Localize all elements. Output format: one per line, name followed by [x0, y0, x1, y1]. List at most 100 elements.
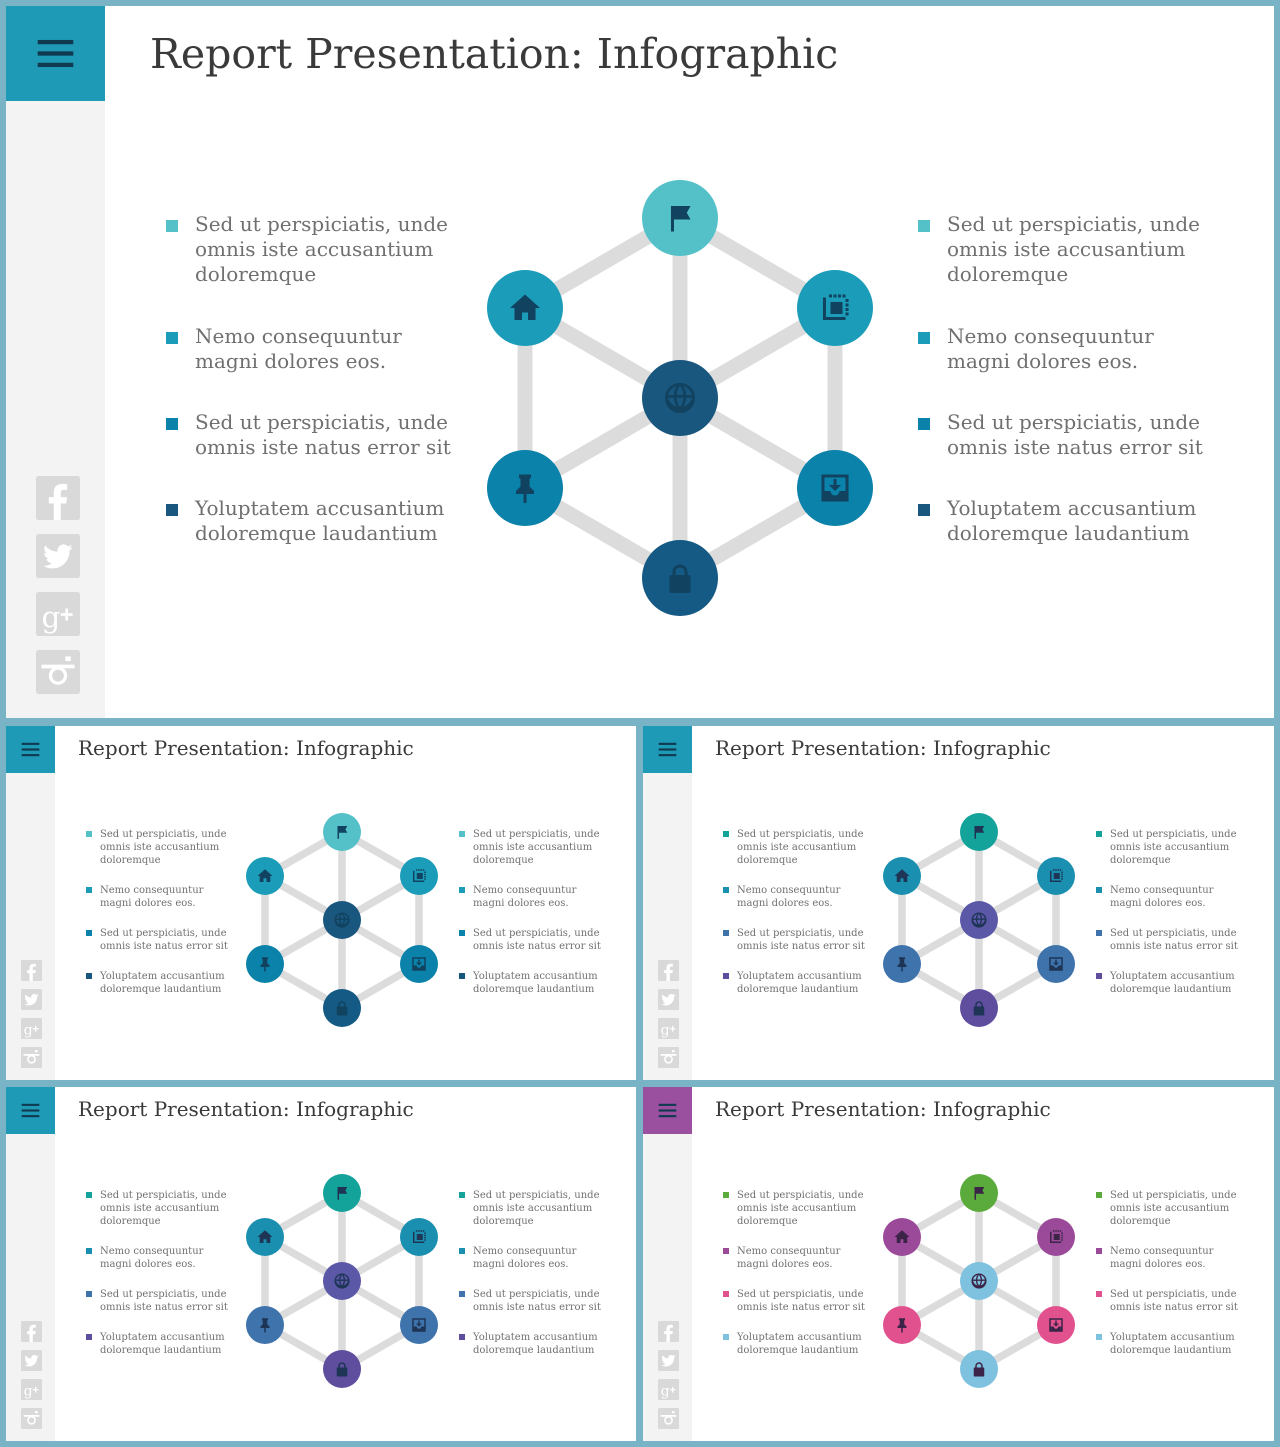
bullet-marker — [1096, 930, 1102, 936]
menu-button[interactable] — [6, 6, 105, 101]
list-item-text: Nemo consequuntur magni dolores eos. — [1110, 1246, 1214, 1270]
instagram-icon[interactable] — [21, 1408, 42, 1429]
list-item-text: Sed ut perspiciatis, unde omnis iste acc… — [737, 829, 864, 866]
facebook-icon[interactable] — [658, 1321, 679, 1342]
twitter-icon[interactable] — [21, 989, 42, 1010]
slide-title: Report Presentation: Infographic — [715, 736, 1051, 760]
bullet-marker — [1096, 1248, 1102, 1254]
node-upper-left — [246, 1218, 284, 1256]
node-upper-left — [883, 1218, 921, 1256]
node-center — [960, 901, 998, 939]
globe-icon — [334, 1273, 350, 1289]
list-item-text: Sed ut perspiciatis, unde omnis iste nat… — [195, 410, 451, 459]
twitter-icon[interactable] — [658, 989, 679, 1010]
menu-button[interactable] — [643, 726, 692, 773]
crop-icon — [1049, 1230, 1063, 1244]
bullet-marker — [723, 930, 729, 936]
facebook-icon[interactable] — [36, 476, 80, 520]
menu-button[interactable] — [6, 1087, 55, 1134]
bullet-marker — [166, 418, 178, 430]
instagram-icon[interactable] — [658, 1047, 679, 1068]
download-icon — [821, 474, 849, 502]
list-item-text: Yoluptatem accusantium doloremque laudan… — [947, 496, 1197, 545]
menu-button[interactable] — [6, 726, 55, 773]
bullet-marker — [86, 1334, 92, 1340]
slide-main[interactable]: Report Presentation: Infographic g Sed u… — [6, 6, 1274, 718]
list-item-text: Sed ut perspiciatis, unde omnis iste acc… — [737, 1190, 864, 1227]
globe-icon — [971, 912, 987, 928]
node-center — [323, 1262, 361, 1300]
flag-icon — [670, 205, 691, 232]
home-icon — [257, 1230, 273, 1244]
lock-icon — [973, 1001, 985, 1016]
list-item-text: Yoluptatem accusantium doloremque laudan… — [473, 1332, 598, 1356]
bullet-marker — [723, 1291, 729, 1297]
twitter-icon[interactable] — [36, 534, 80, 578]
bullet-marker — [1096, 973, 1102, 979]
google-plus-icon[interactable]: g — [36, 592, 80, 636]
node-lower-left — [487, 450, 563, 526]
node-upper-right — [400, 1218, 438, 1256]
slide-title: Report Presentation: Infographic — [78, 736, 414, 760]
svg-text:g: g — [24, 1023, 33, 1039]
list-item-text: Sed ut perspiciatis, unde omnis iste acc… — [100, 1190, 227, 1227]
lock-icon — [336, 1362, 348, 1377]
list-item-text: Nemo consequuntur magni dolores eos. — [737, 885, 841, 909]
bullet-marker — [723, 1334, 729, 1340]
bullet-marker — [723, 1248, 729, 1254]
bullet-marker — [459, 1192, 465, 1198]
node-lower-right — [400, 1306, 438, 1344]
list-item-text: Nemo consequuntur magni dolores eos. — [947, 324, 1154, 373]
node-top — [960, 1174, 998, 1212]
facebook-icon[interactable] — [658, 960, 679, 981]
list-item-text: Sed ut perspiciatis, unde omnis iste acc… — [947, 212, 1200, 286]
hamburger-icon — [21, 1103, 40, 1118]
google-plus-icon[interactable]: g — [21, 1018, 42, 1039]
list-item-text: Yoluptatem accusantium doloremque laudan… — [100, 971, 225, 995]
node-bottom — [960, 989, 998, 1027]
slide-variant-2[interactable]: Report Presentation: Infographic g Sed u… — [643, 726, 1274, 1080]
facebook-icon[interactable] — [21, 1321, 42, 1342]
bullet-marker — [459, 1291, 465, 1297]
home-icon — [257, 869, 273, 883]
bullet-marker — [459, 1334, 465, 1340]
instagram-icon[interactable] — [658, 1408, 679, 1429]
social-bar: g — [21, 1321, 43, 1431]
google-plus-icon[interactable]: g — [21, 1379, 42, 1400]
list-item-text: Nemo consequuntur magni dolores eos. — [195, 324, 402, 373]
menu-button[interactable] — [643, 1087, 692, 1134]
list-item-text: Sed ut perspiciatis, unde omnis iste acc… — [1110, 829, 1237, 866]
hamburger-icon — [658, 1103, 677, 1118]
social-bar: g — [658, 960, 680, 1070]
globe-icon — [664, 382, 696, 414]
twitter-icon[interactable] — [21, 1350, 42, 1371]
slide-variant-1[interactable]: Report Presentation: Infographic g Sed u… — [6, 726, 636, 1080]
bullet-marker — [1096, 831, 1102, 837]
node-top — [642, 180, 718, 256]
node-lower-right — [400, 945, 438, 983]
slide-variant-3[interactable]: Report Presentation: Infographic g Sed u… — [6, 1087, 636, 1441]
node-bottom — [323, 1350, 361, 1388]
google-plus-icon[interactable]: g — [658, 1018, 679, 1039]
home-icon — [894, 869, 910, 883]
facebook-icon[interactable] — [21, 960, 42, 981]
flag-icon — [974, 1186, 985, 1200]
instagram-icon[interactable] — [36, 650, 80, 694]
google-plus-icon[interactable]: g — [658, 1379, 679, 1400]
node-upper-right — [400, 857, 438, 895]
bullet-marker — [918, 504, 930, 516]
crop-icon — [822, 294, 849, 321]
download-icon — [412, 1318, 426, 1332]
list-item-text: Yoluptatem accusantium doloremque laudan… — [1110, 1332, 1235, 1356]
crop-icon — [412, 869, 426, 883]
pin-icon — [897, 957, 907, 972]
bullet-marker — [723, 973, 729, 979]
bullet-marker — [86, 973, 92, 979]
instagram-icon[interactable] — [21, 1047, 42, 1068]
node-upper-left — [883, 857, 921, 895]
twitter-icon[interactable] — [658, 1350, 679, 1371]
slide-variant-4[interactable]: Report Presentation: Infographic g Sed u… — [643, 1087, 1274, 1441]
node-upper-left — [246, 857, 284, 895]
bullet-marker — [918, 332, 930, 344]
node-center — [960, 1262, 998, 1300]
